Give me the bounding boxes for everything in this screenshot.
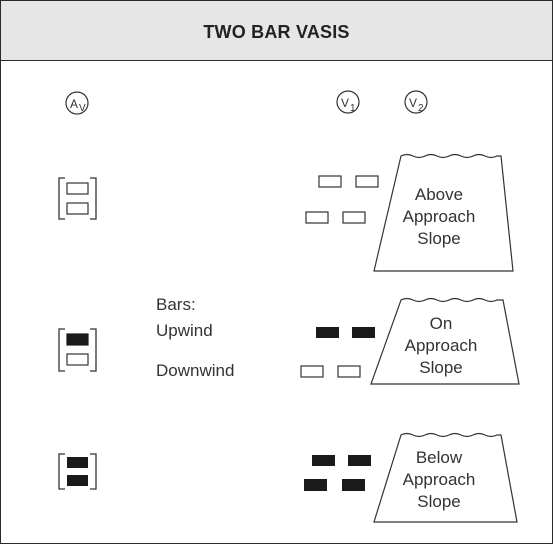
on-approach-slope-label: On Approach Slope xyxy=(391,313,491,379)
symbol-abbreviated-letter: A xyxy=(70,97,78,111)
row-below-abbreviated-icon xyxy=(58,453,97,490)
slope-label-line: Above xyxy=(414,185,464,204)
slope-label-line: Approach xyxy=(404,336,478,355)
row-on-light-pattern xyxy=(300,327,375,378)
upwind-bar xyxy=(66,333,89,346)
slope-label-line: Approach xyxy=(402,470,476,489)
row-above-slope-shape xyxy=(373,153,514,272)
symbol-v2-sub: 2 xyxy=(418,103,424,114)
symbol-v2-letter: V xyxy=(409,96,417,110)
downwind-label: Downwind xyxy=(156,361,235,380)
row-below-light-pattern xyxy=(304,455,371,491)
bars-legend-heading: Bars: xyxy=(156,295,196,314)
symbol-v1: V 1 xyxy=(336,90,360,114)
upwind-label: Upwind xyxy=(156,321,213,340)
downwind-bar xyxy=(66,202,89,215)
slope-label-line: On xyxy=(429,314,453,333)
symbol-abbreviated-sub: V xyxy=(79,103,86,114)
below-approach-slope-label: Below Approach Slope xyxy=(389,447,489,513)
downwind-bar xyxy=(66,353,89,366)
above-approach-slope-label: Above Approach Slope xyxy=(389,184,489,250)
row-above-light-pattern xyxy=(305,175,379,224)
row-on-slope-shape xyxy=(370,297,520,385)
slope-label-line: Slope xyxy=(419,358,463,377)
row-below-slope-shape xyxy=(373,432,518,523)
vasis-diagram: A V V 1 V 2 xyxy=(58,90,520,523)
symbol-v2: V 2 xyxy=(404,90,428,114)
symbol-v1-sub: 1 xyxy=(350,103,356,114)
upwind-bar xyxy=(67,457,88,468)
slope-label-line: Approach xyxy=(402,207,476,226)
title-bar: TWO BAR VASIS xyxy=(1,1,552,61)
row-above-abbreviated-icon xyxy=(58,177,97,220)
downwind-bar xyxy=(67,475,88,486)
symbol-v1-letter: V xyxy=(341,96,349,110)
row-on-abbreviated-icon xyxy=(58,328,97,372)
slope-label-line: Slope xyxy=(417,492,461,511)
slope-label-line: Below xyxy=(415,448,463,467)
figure-title: TWO BAR VASIS xyxy=(203,22,350,42)
slope-label-line: Slope xyxy=(417,229,461,248)
upwind-bar xyxy=(66,182,89,195)
symbol-abbreviated-vasi: A V xyxy=(65,91,89,115)
